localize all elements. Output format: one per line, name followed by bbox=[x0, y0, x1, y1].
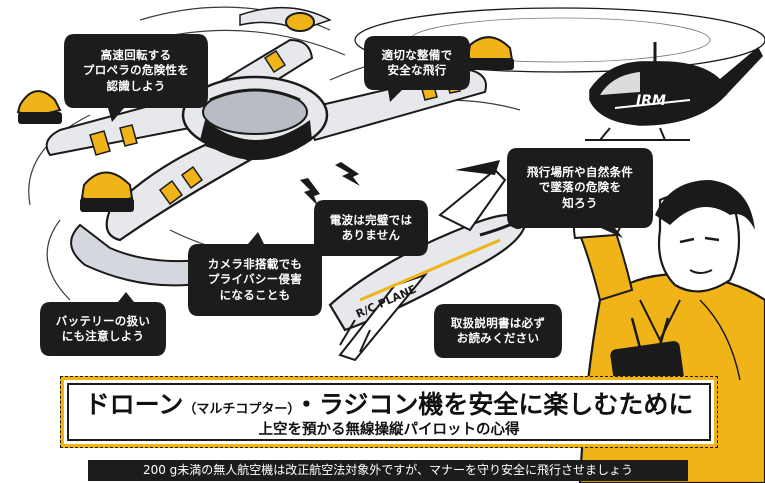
bubble-battery-line-1: バッテリーの扱い bbox=[55, 313, 151, 328]
bubble-battery: バッテリーの扱い にも注意しよう bbox=[38, 292, 168, 358]
bubble-battery-line-2: にも注意しよう bbox=[61, 329, 145, 343]
bubble-propeller-line-1: 高速回転する bbox=[100, 47, 172, 62]
title-box: ドローン（マルチコプター）・ラジコン機を安全に楽しむために 上空を預かる無線操縦… bbox=[60, 376, 718, 448]
footer-note: 200 g未満の無人航空機は改正航空法対象外ですが、マナーを守り安全に飛行させま… bbox=[88, 460, 688, 481]
bubble-location: 飛行場所や自然条件 で墜落の危険を 知ろう bbox=[505, 140, 655, 238]
bubble-camera: カメラ非搭載でも プライバシー侵害 になることも bbox=[186, 232, 324, 318]
bubble-location-line-1: 飛行場所や自然条件 bbox=[526, 164, 634, 179]
drone-icon bbox=[16, 6, 514, 287]
bubble-camera-line-2: プライバシー侵害 bbox=[207, 272, 303, 287]
bubble-radio-line-1: 電波は完璧では bbox=[329, 212, 413, 227]
headline-main: ドローン bbox=[84, 390, 184, 419]
rc-plane-icon: R/C PLANE bbox=[328, 160, 527, 362]
bubble-location-line-2: で墜落の危険を bbox=[538, 180, 622, 195]
bubble-camera-line-1: カメラ非搭載でも bbox=[207, 256, 303, 271]
helicopter-marking: IRM bbox=[636, 93, 666, 109]
bubble-manual-line-2: お読みください bbox=[456, 331, 540, 345]
bubble-propeller-line-2: プロペラの危険性を bbox=[82, 63, 190, 78]
bubble-maintenance-line-2: 安全な飛行 bbox=[387, 63, 447, 77]
bubble-manual: 取扱説明書は必ず お読みください bbox=[432, 300, 564, 362]
bubble-propeller-line-3: 認識しよう bbox=[106, 78, 166, 93]
subheadline: 上空を預かる無線操縦パイロットの心得 bbox=[258, 422, 520, 438]
bubble-radio-line-2: ありません bbox=[341, 228, 401, 242]
helicopter-icon: IRM bbox=[585, 42, 763, 141]
bubble-propeller: 高速回転する プロペラの危険性を 認識しよう bbox=[62, 26, 210, 122]
headline: ドローン（マルチコプター）・ラジコン機を安全に楽しむために bbox=[64, 390, 714, 425]
bubble-maintenance-line-1: 適切な整備で bbox=[381, 47, 453, 62]
headline-paren: （マルチコプター） bbox=[183, 402, 294, 417]
bubble-camera-line-3: になることも bbox=[219, 287, 291, 302]
headline-rest: ・ラジコン機を安全に楽しむために bbox=[293, 390, 694, 419]
bubble-location-line-3: 知ろう bbox=[562, 195, 598, 210]
helicopter-rotor-disc bbox=[354, 7, 765, 73]
bubble-manual-line-1: 取扱説明書は必ず bbox=[450, 315, 546, 330]
bubble-maintenance: 適切な整備で 安全な飛行 bbox=[362, 30, 472, 102]
bubble-radio: 電波は完璧では ありません bbox=[312, 196, 430, 262]
